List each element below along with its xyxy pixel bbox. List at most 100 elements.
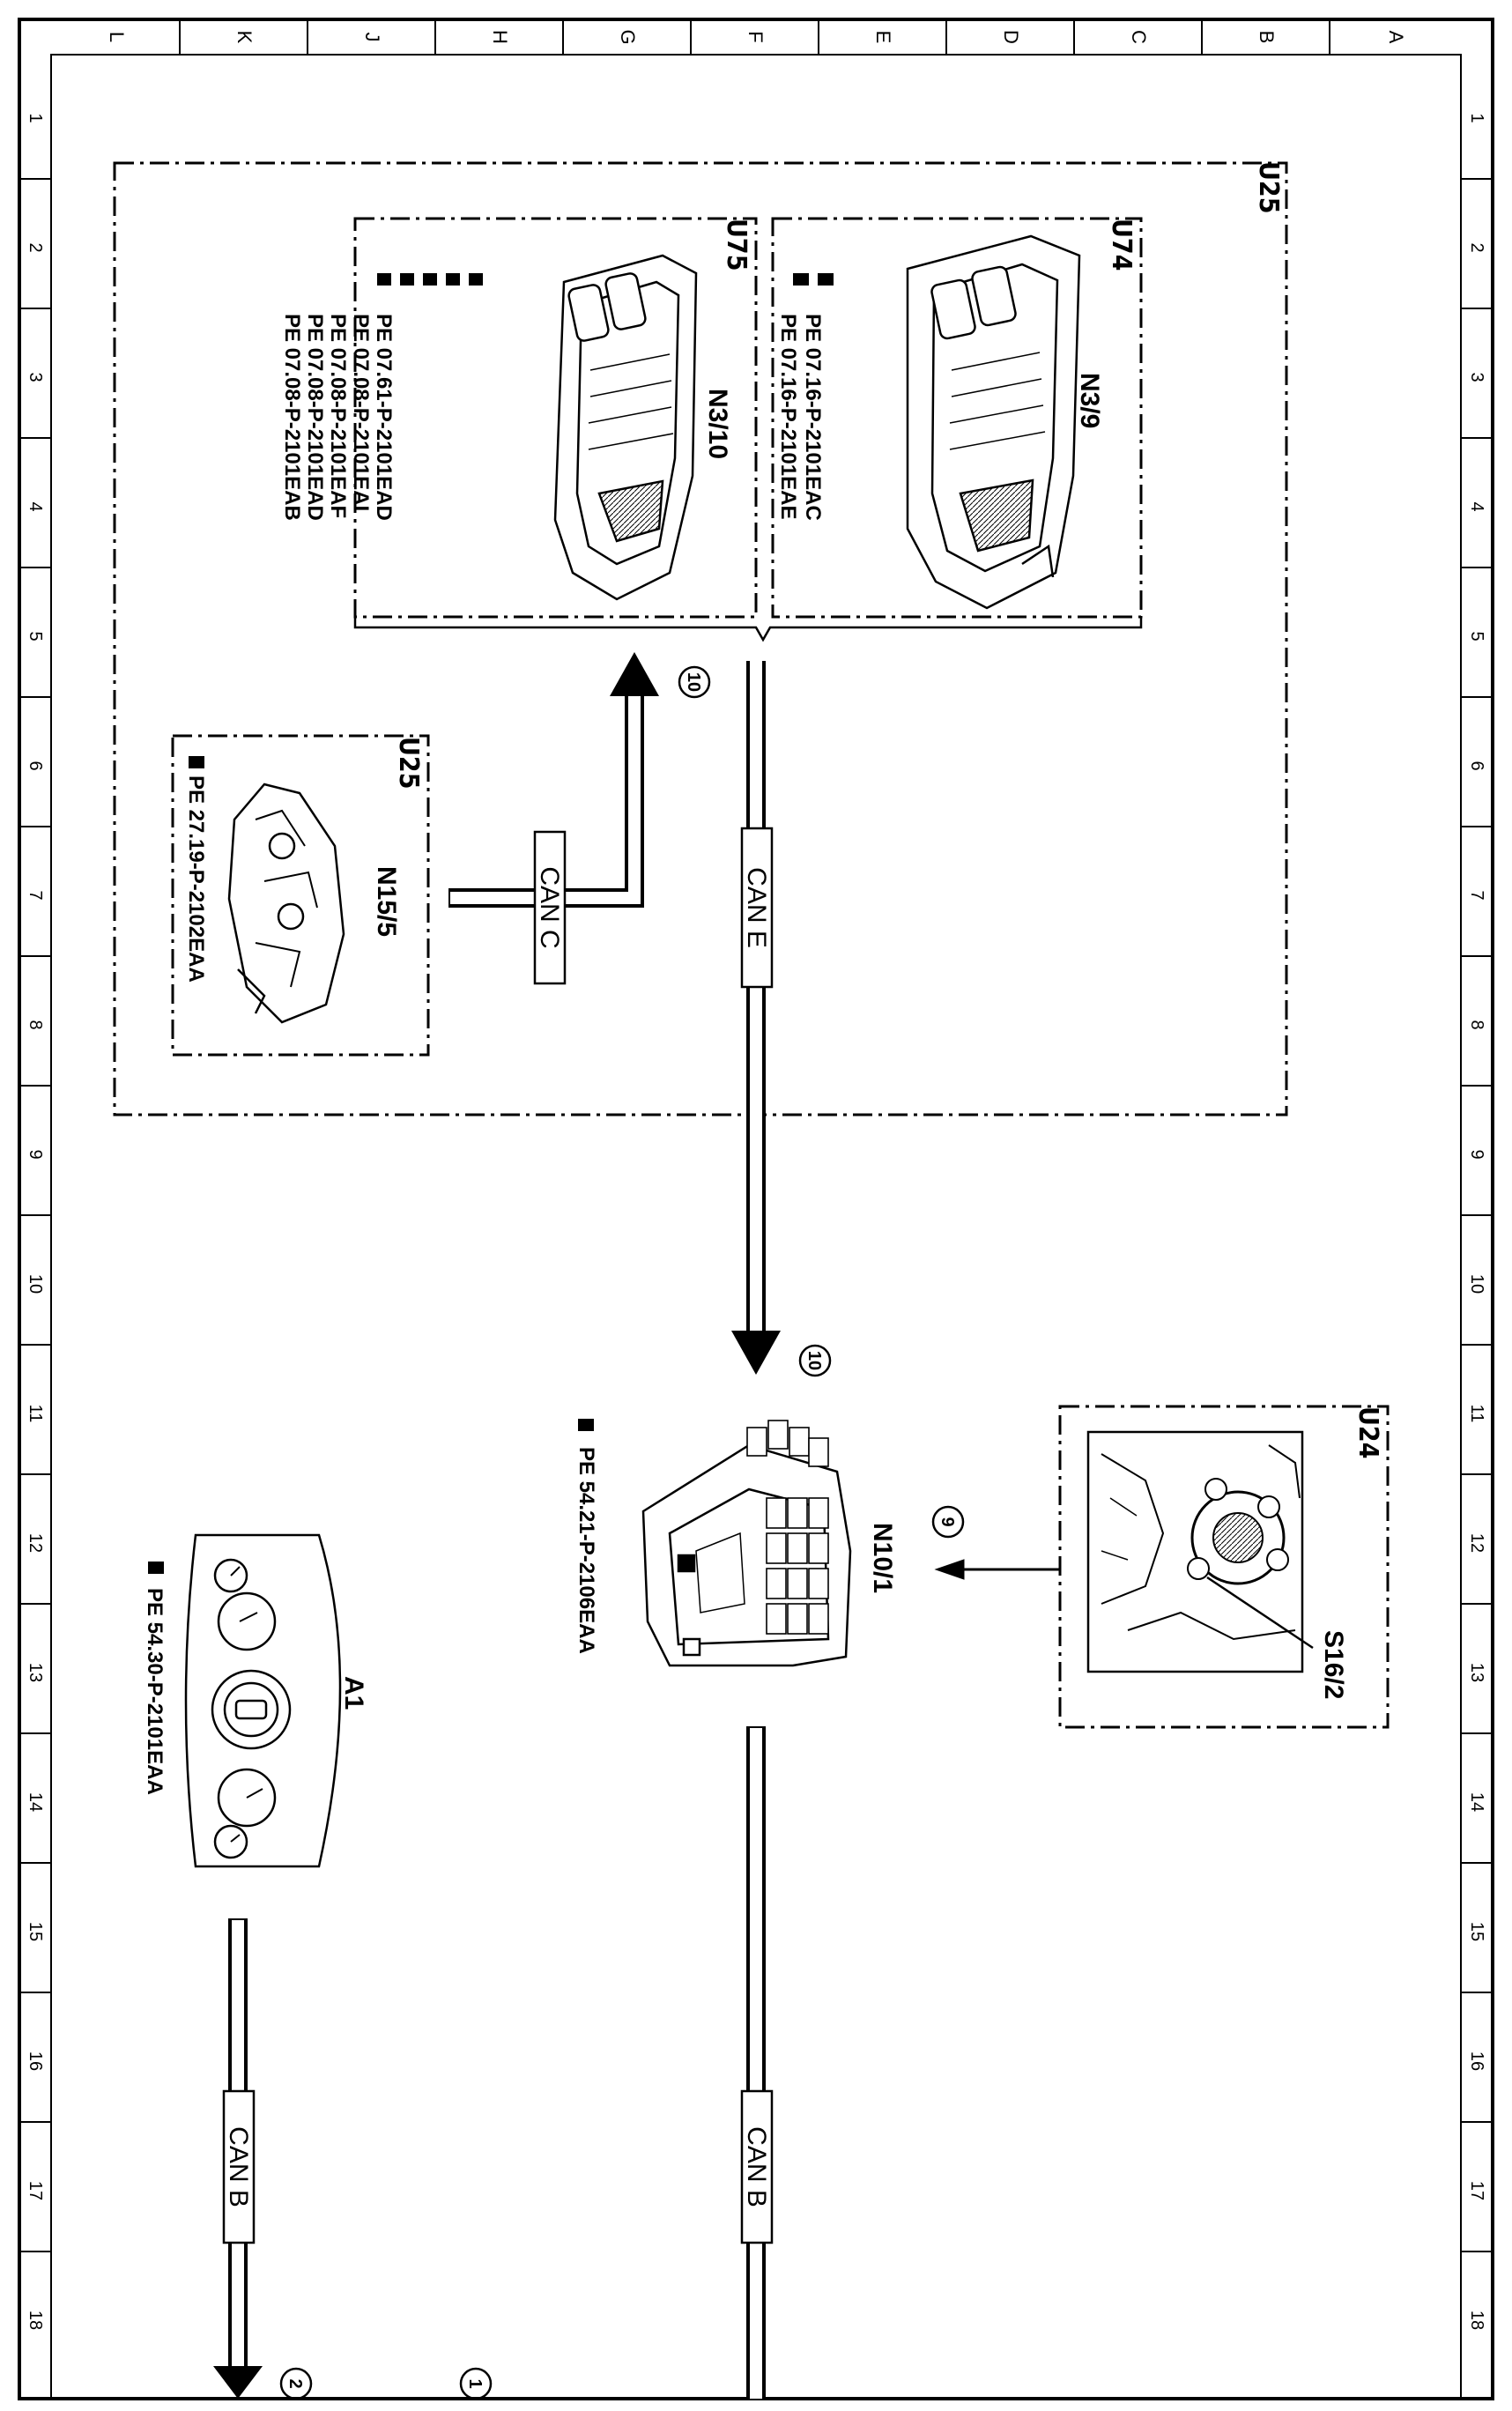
row-label: 8 [26, 1020, 45, 1029]
row-label: 18 [1467, 2311, 1486, 2330]
reference-icon [189, 756, 204, 768]
col-label: K [233, 31, 256, 44]
row-label: 8 [1467, 1020, 1486, 1029]
bus-label-can-e: CAN E [742, 867, 771, 948]
col-label: C [1128, 30, 1150, 44]
row-label: 2 [1467, 242, 1486, 252]
row-label: 6 [26, 760, 45, 770]
component-label-n15-5: N15/5 [372, 866, 401, 937]
can-b-left-tag [222, 2089, 256, 2244]
row-label: 15 [26, 1922, 45, 1941]
row-label: 11 [1467, 1405, 1486, 1423]
row-label: 13 [1467, 1663, 1486, 1682]
ref-n3-10-4: PE 07.08-P-2101EAI [349, 314, 373, 511]
row-label: 14 [26, 1792, 45, 1812]
col-label: H [489, 30, 511, 44]
ref-n3-10-5: PE 07.61-P-2101EAD [372, 314, 396, 521]
row-label: 6 [1467, 760, 1486, 770]
row-label: 13 [26, 1663, 45, 1682]
col-label: D [1000, 30, 1022, 44]
callout-circle [279, 2367, 313, 2400]
a1-cluster-illustration [184, 1533, 342, 1868]
row-label: 5 [1467, 631, 1486, 641]
group-label-u25-outer: U25 [1253, 161, 1284, 213]
row-label: 9 [26, 1149, 45, 1159]
callout-circle [459, 2367, 493, 2400]
ref-n10-1-1: PE 54.21-P-2106EAA [574, 1447, 598, 1654]
row-label: 2 [26, 242, 45, 252]
component-label-s16-2: S16/2 [1319, 1630, 1348, 1699]
s16-2-switch-illustration [1086, 1430, 1314, 1673]
row-label: 7 [1467, 890, 1486, 900]
bus-label-can-c: CAN C [535, 866, 564, 948]
n15-5-module-illustration [227, 783, 345, 1024]
row-label: 9 [1467, 1149, 1486, 1159]
callout-2: 2 [285, 2378, 305, 2388]
reference-icon [793, 273, 834, 286]
callout-10-mid: 10 [804, 1351, 824, 1370]
col-label: L [106, 32, 128, 42]
can-e-tag [740, 827, 774, 989]
component-label-n3-9: N3/9 [1075, 373, 1104, 428]
can-b-main-bus [746, 1726, 766, 2399]
bus-label-can-b-left: CAN B [224, 2126, 253, 2207]
ref-n3-9-1: PE 07.16-P-2101EAC [801, 314, 825, 521]
row-label: 14 [1467, 1792, 1486, 1812]
row-label: 16 [1467, 2051, 1486, 2071]
row-label: 3 [1467, 372, 1486, 382]
group-box-u25-outer [113, 161, 1288, 1116]
component-label-n10-1: N10/1 [868, 1523, 897, 1593]
group-box-u25-inner [171, 734, 430, 1057]
col-label: E [872, 31, 894, 44]
column-label-row [179, 19, 1330, 55]
row-label: 18 [26, 2311, 45, 2330]
group-label-u24: U24 [1353, 1406, 1383, 1458]
callout-1: 1 [465, 2378, 485, 2388]
row-label: 16 [26, 2051, 45, 2071]
ref-n3-9-2: PE 07.16-P-2101EAE [776, 314, 800, 519]
col-label: B [1256, 31, 1278, 44]
can-b-main-tag [740, 2089, 774, 2244]
reference-icon [377, 273, 483, 286]
row-label: 17 [26, 2181, 45, 2200]
ref-n3-10-1: PE 07.08-P-2101EAB [280, 314, 304, 521]
ref-n3-10-3: PE 07.08-P-2101EAF [326, 314, 350, 518]
callout-10-top: 10 [684, 672, 703, 692]
reference-icon [578, 1419, 594, 1431]
col-label: J [361, 33, 383, 42]
ref-n3-10-2: PE 07.08-P-2101EAD [303, 314, 327, 521]
row-label: 10 [26, 1274, 45, 1294]
group-box-u24 [1058, 1405, 1390, 1729]
ref-a1-1: PE 54.30-P-2101EAA [143, 1588, 167, 1795]
row-label: 4 [26, 501, 45, 511]
group-label-u75: U75 [721, 219, 752, 271]
can-e-bus [731, 661, 781, 1375]
group-box-u74 [771, 217, 1143, 619]
callout-circle [678, 665, 711, 699]
signal-arrow-9 [934, 1559, 1060, 1580]
row-label: 15 [1467, 1922, 1486, 1941]
row-label: 1 [26, 113, 45, 122]
col-label: F [745, 31, 767, 42]
row-label: 7 [26, 890, 45, 900]
row-ticks [19, 178, 1493, 2252]
row-label: 10 [1467, 1274, 1486, 1294]
row-label: 5 [26, 631, 45, 641]
row-label: 11 [26, 1405, 45, 1423]
row-label: 17 [1467, 2181, 1486, 2200]
col-label: G [617, 29, 639, 44]
component-label-n3-10: N3/10 [703, 389, 732, 459]
n10-1-module-illustration [641, 1420, 852, 1667]
row-label: 4 [1467, 501, 1486, 511]
row-label: 1 [1467, 113, 1486, 122]
row-label: 3 [26, 372, 45, 382]
callout-circle [931, 1505, 965, 1539]
n3-9-module-illustration [906, 234, 1081, 610]
row-label: 12 [1467, 1533, 1486, 1553]
callout-9: 9 [938, 1517, 957, 1526]
row-label: 12 [26, 1533, 45, 1553]
group-label-u74: U74 [1106, 219, 1137, 271]
can-c-tag [533, 830, 567, 985]
bus-label-can-b-main: CAN B [742, 2126, 771, 2207]
